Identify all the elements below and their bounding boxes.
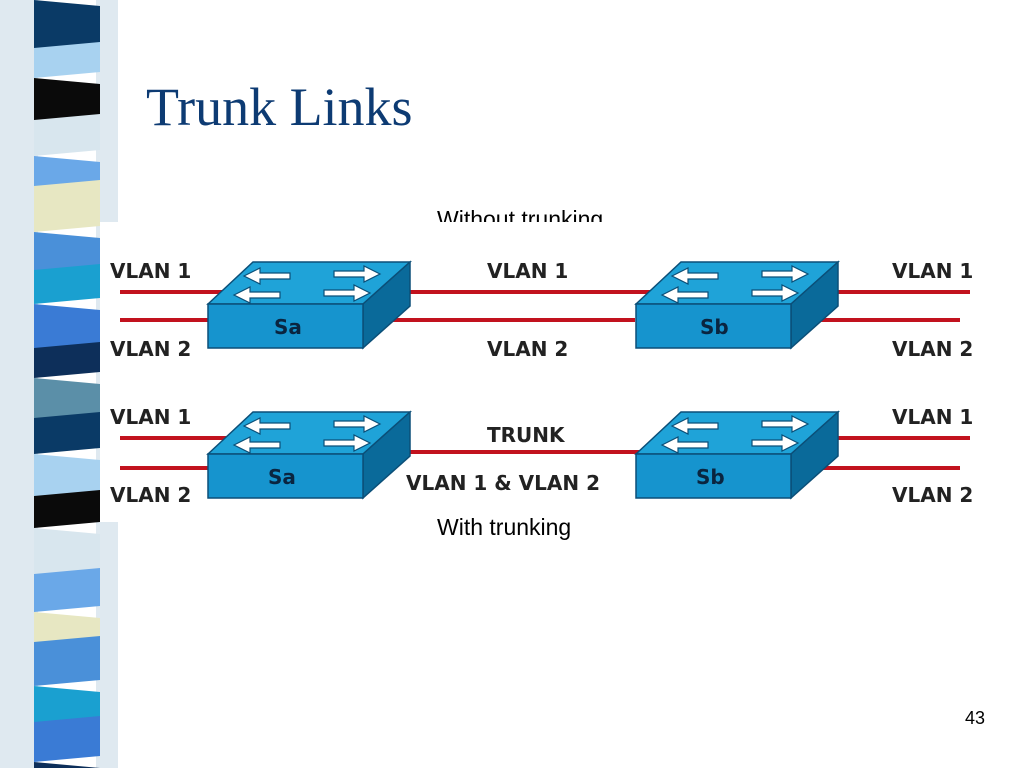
top-mid-vlan1-label: VLAN 1 [487,259,568,283]
stripe-block [34,378,100,424]
switch-sb-bottom-label: Sb [696,465,725,489]
arrows-icon [232,415,382,454]
stripe-block [34,180,100,232]
bottom-right-vlan1-label: VLAN 1 [892,405,973,429]
stripe-block [34,412,100,454]
stripe-block [34,454,100,502]
arrows-icon [232,265,382,304]
stripe-block [34,716,100,762]
stripe-block [34,42,100,78]
stripe-block [34,528,100,580]
trunk-label: TRUNK [487,423,566,447]
page-number: 43 [965,708,986,728]
stripe-block [34,636,100,686]
switch-sb-bottom: Sb [634,410,840,500]
slide-title: Trunk Links [146,77,413,137]
switch-sa-top-label: Sa [274,315,302,339]
switch-sa-bottom: Sa [206,410,412,500]
switch-sb-top: Sb [634,260,840,350]
stripe-block [34,342,100,378]
arrows-icon [660,415,810,454]
top-right-vlan1-label: VLAN 1 [892,259,973,283]
stripe-block [34,490,100,528]
stripe-block [34,0,100,54]
switch-sb-top-label: Sb [700,315,729,339]
top-right-vlan2-label: VLAN 2 [892,337,973,361]
switch-sa-top: Sa [206,260,412,350]
stripe-block [34,762,100,768]
switch-sa-bottom-label: Sa [268,465,296,489]
trunk-vlans-label: VLAN 1 & VLAN 2 [406,471,600,495]
stripe-block [34,304,100,354]
arrows-icon [660,265,810,304]
stripe-block [34,78,100,126]
bottom-left-vlan2-label: VLAN 2 [110,483,191,507]
top-mid-vlan2-label: VLAN 2 [487,337,568,361]
decorative-stripe [0,0,120,768]
bottom-right-vlan2-label: VLAN 2 [892,483,973,507]
top-left-vlan2-label: VLAN 2 [110,337,191,361]
caption-with-trunking: With trunking [437,514,572,540]
stripe-block [34,114,100,156]
stripe-block [34,568,100,612]
stripe-block [34,232,100,276]
top-left-vlan1-label: VLAN 1 [110,259,191,283]
trunk-diagram: Sa Sb VLAN 1 VLAN 2 VLAN 1 VLAN 2 VLAN 1… [100,222,1000,522]
stripe-block [34,264,100,304]
bottom-left-vlan1-label: VLAN 1 [110,405,191,429]
